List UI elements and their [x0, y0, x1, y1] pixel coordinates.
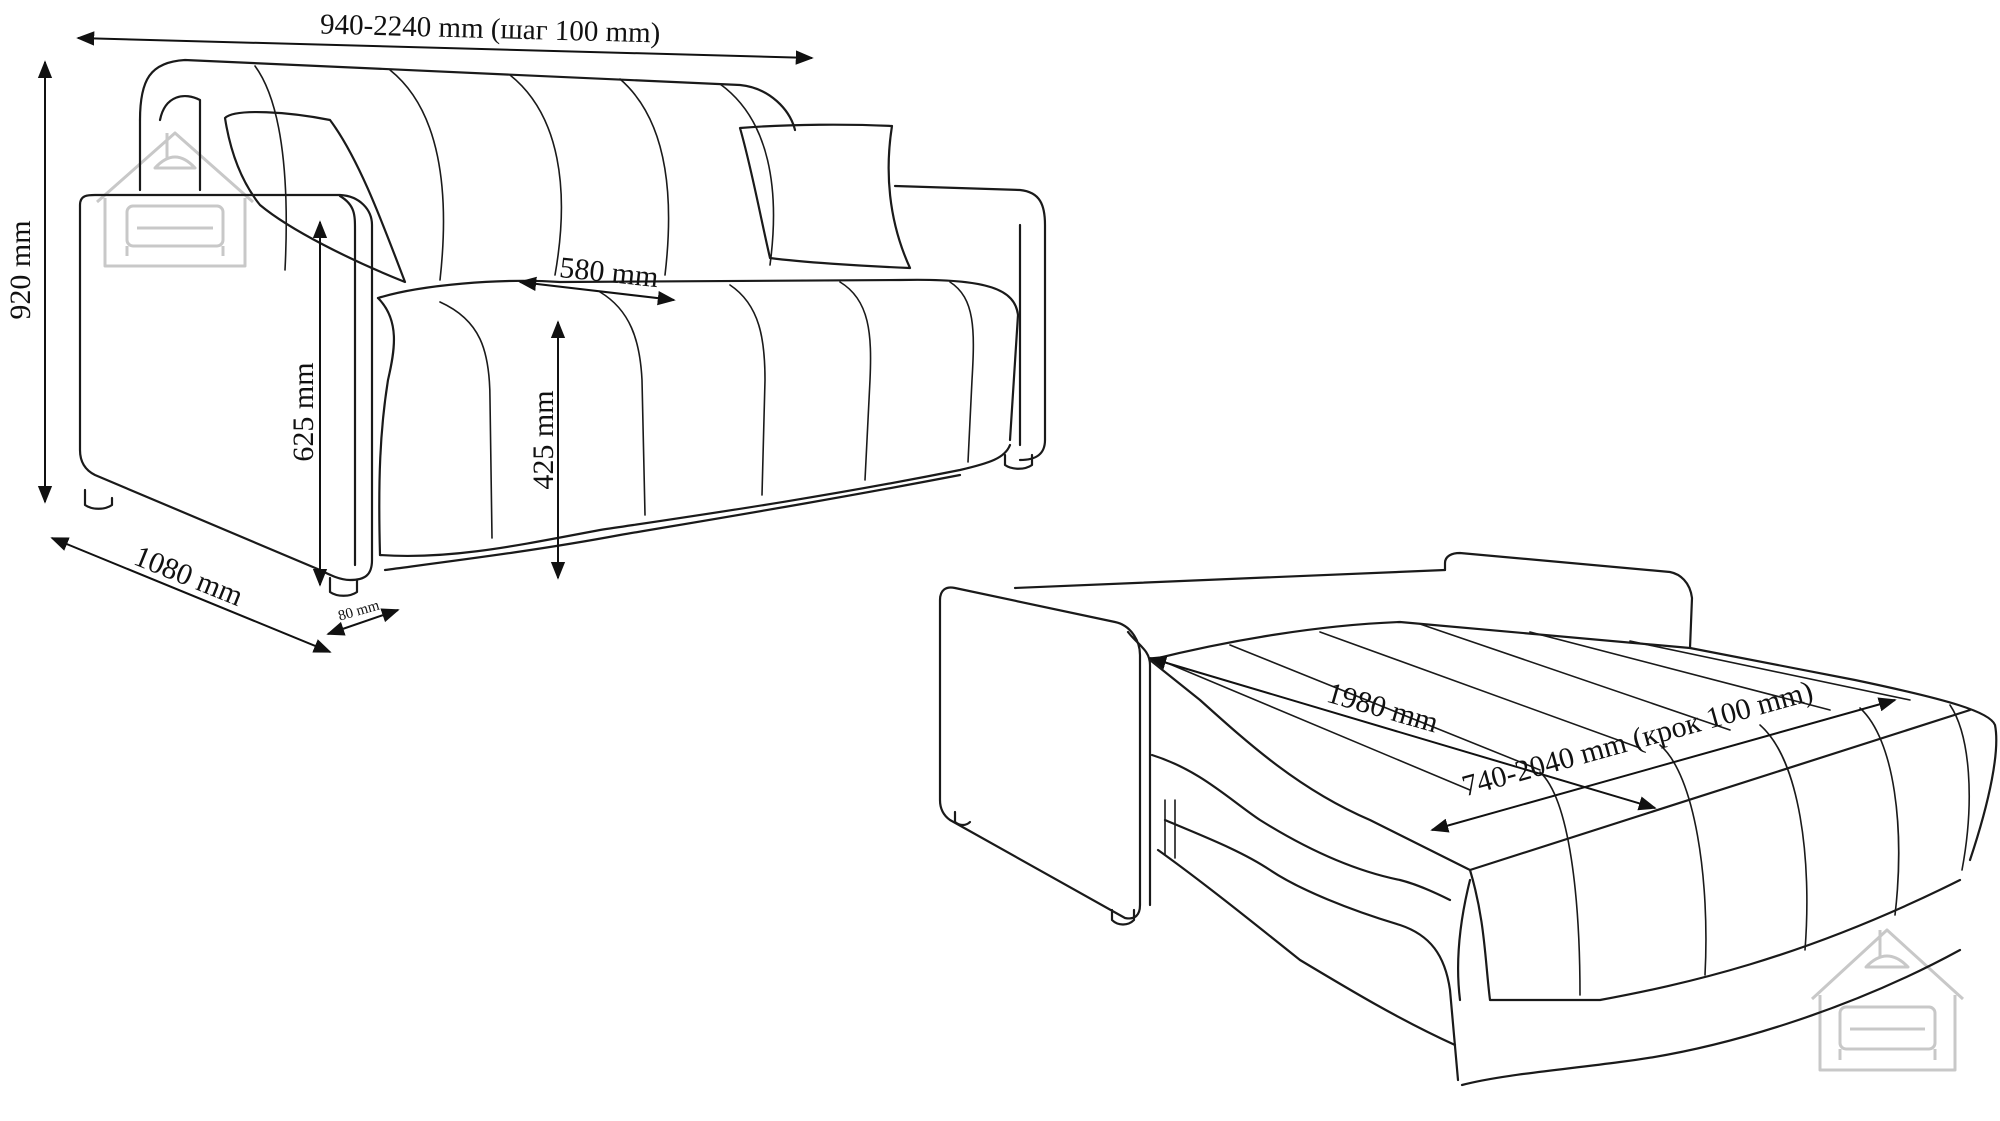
sofa-depth-label: 1080 mm: [129, 540, 247, 613]
sofa-width-label: 940-2240 mm (шаг 100 mm): [320, 9, 661, 50]
house-sofa-logo-icon: [96, 131, 254, 268]
folded-dimension-lines: [37, 31, 814, 653]
folded-sofa-drawing: [78, 58, 1047, 597]
armrest-height-label: 625 mm: [287, 362, 320, 461]
sofa-height-label: 920 mm: [4, 220, 37, 319]
seat-height-label: 425 mm: [527, 390, 560, 489]
house-sofa-logo-icon: [1810, 928, 1965, 1072]
leg-height-label: 80 mm: [336, 598, 381, 625]
bed-length-label: 1980 mm: [1323, 676, 1442, 739]
bed-width-label: 740-2040 mm (крок 100 mm): [1458, 675, 1816, 804]
bed-dimension-lines: [1148, 655, 1897, 833]
dimension-labels: 940-2240 mm (шаг 100 mm) 920 mm 625 mm 4…: [4, 9, 1817, 804]
